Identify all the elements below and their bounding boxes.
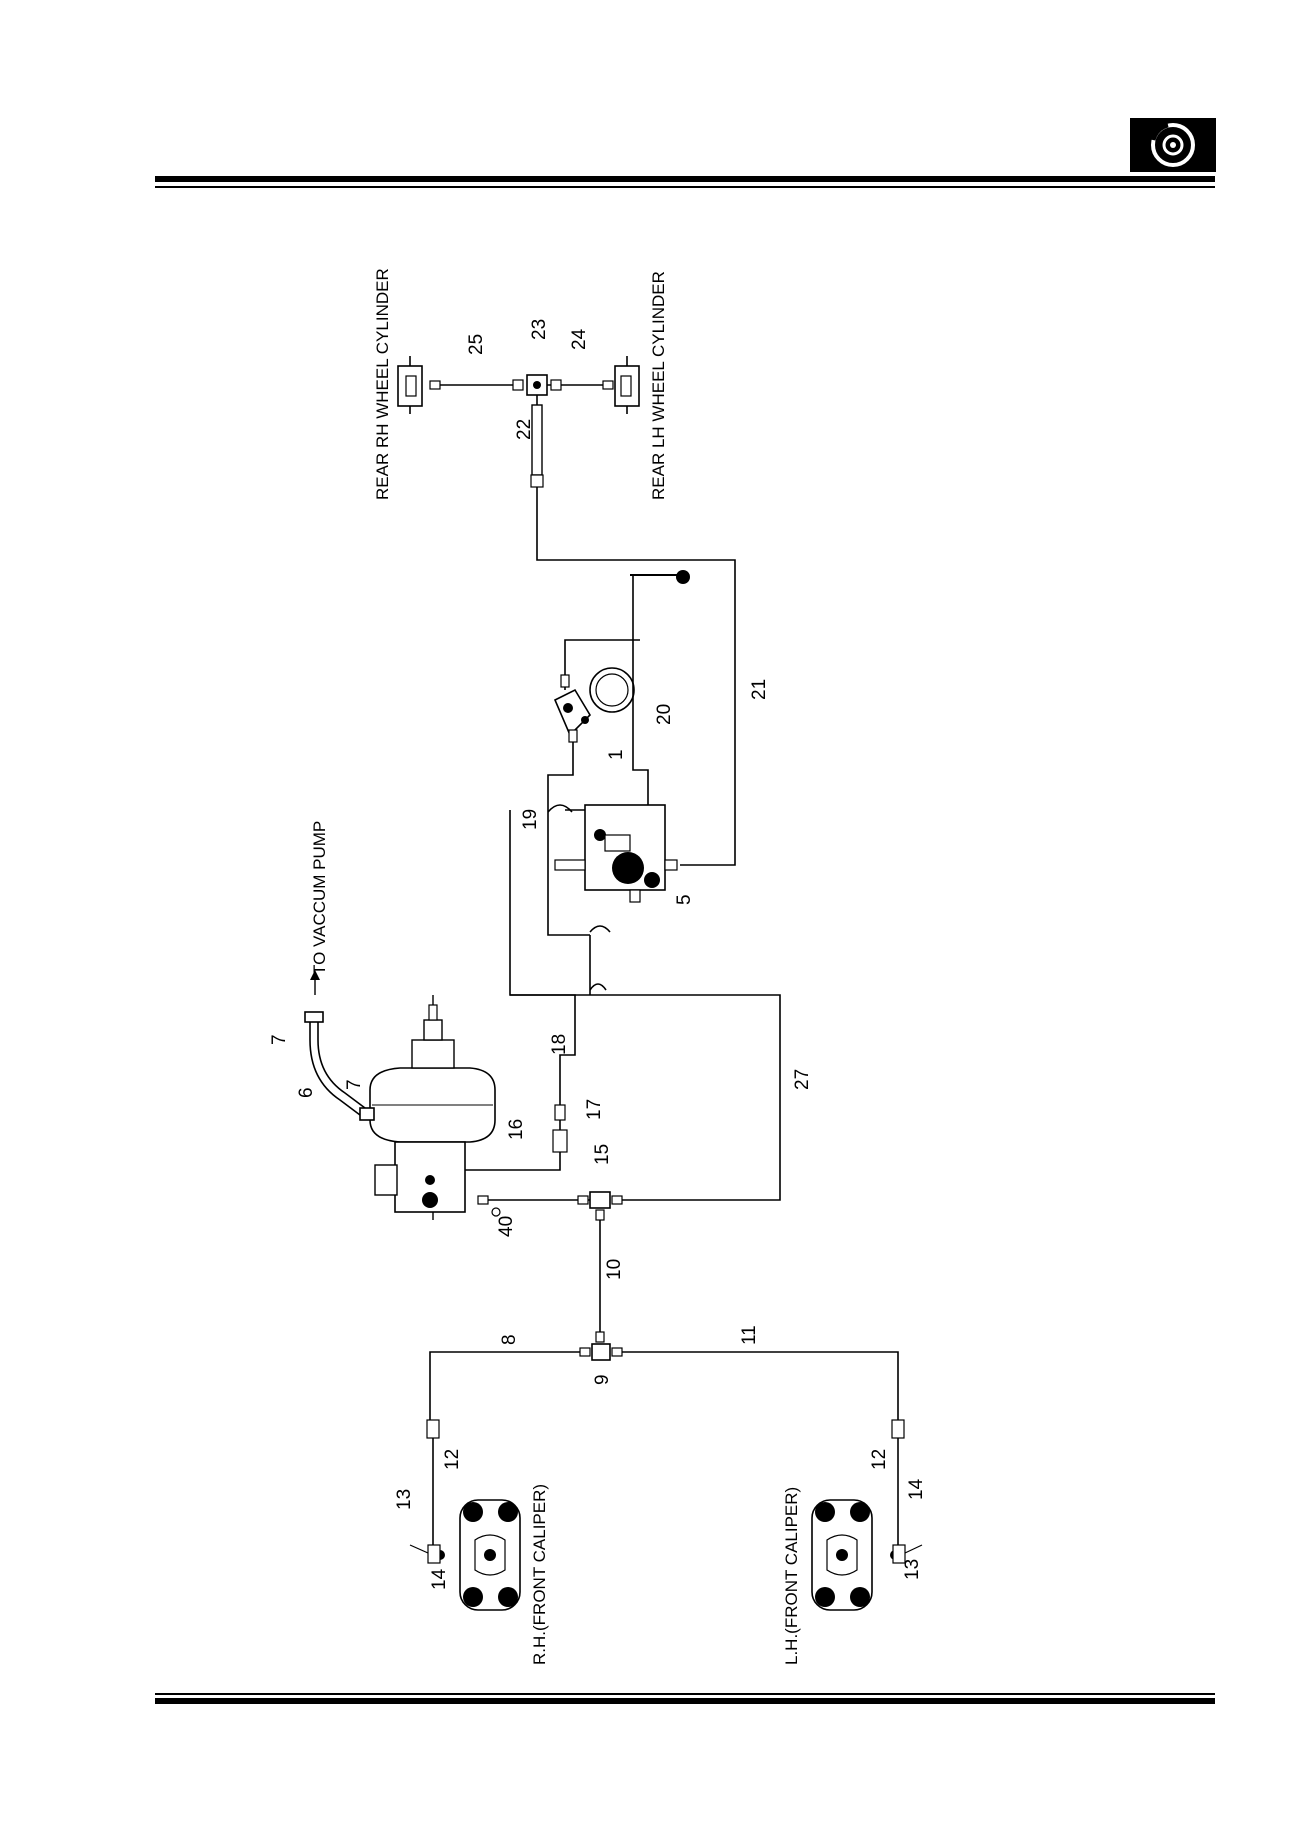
load-sensing-valve [553, 570, 690, 743]
rear-lh-wheel-cylinder-label: REAR LH WHEEL CYLINDER [649, 271, 668, 500]
callout-16: 16 [506, 1119, 527, 1140]
callout-20: 20 [654, 704, 675, 725]
master-cylinder [374, 1141, 466, 1213]
pipe-11 [612, 1351, 899, 1420]
hose-12-fittings [426, 1419, 905, 1439]
callout-5: 5 [674, 894, 695, 905]
callout-8: 8 [499, 1334, 520, 1345]
callout-19: 19 [520, 809, 541, 830]
callout-27: 27 [792, 1069, 813, 1090]
callout-7-lower: 7 [344, 1079, 365, 1090]
callout-15: 15 [592, 1144, 613, 1165]
rear-lh-wheel-cylinder [602, 356, 640, 414]
callout-21: 21 [749, 679, 770, 700]
tee-junction-upper [477, 1191, 623, 1221]
union-fitting-15 [552, 1104, 568, 1153]
pipe-20 [632, 575, 649, 820]
callout-1: 1 [606, 749, 627, 760]
callout-11: 11 [739, 1325, 760, 1345]
tee-junction-9 [579, 1331, 623, 1361]
callout-14-rh: 14 [429, 1568, 450, 1590]
callout-7-upper: 7 [269, 1034, 290, 1045]
header-rule [155, 176, 1215, 188]
callout-13-rh: 13 [394, 1489, 415, 1510]
rh-front-caliper [409, 1499, 521, 1611]
callout-9: 9 [592, 1374, 613, 1385]
callout-18: 18 [549, 1034, 570, 1055]
callout-17: 17 [584, 1099, 605, 1120]
vacuum-hose [304, 1011, 375, 1121]
pipe-8 [429, 1351, 590, 1420]
callout-12-rh: 12 [442, 1449, 463, 1470]
rear-tee-23 [512, 374, 562, 396]
vacuum-pump-label: TO VACCUM PUMP [310, 821, 329, 975]
proportioning-valve [554, 804, 678, 903]
pipe-21 [536, 500, 736, 866]
callout-6: 6 [296, 1087, 317, 1098]
pipe-19 [547, 735, 590, 936]
brake-pipes [429, 384, 899, 1555]
callout-13-lh: 13 [902, 1559, 923, 1580]
callout-12-lh: 12 [869, 1449, 890, 1470]
rh-front-caliper-label: R.H.(FRONT CALIPER) [530, 1484, 549, 1665]
lh-front-caliper [811, 1499, 923, 1611]
vacuum-arrow [310, 970, 320, 995]
callout-10: 10 [604, 1259, 625, 1280]
callout-22: 22 [514, 419, 535, 440]
callout-40: 40 [496, 1216, 517, 1237]
rear-rh-wheel-cylinder [397, 356, 441, 414]
pipe-crossovers [547, 804, 611, 991]
vacuum-booster [369, 995, 496, 1220]
pipe-18 [509, 810, 576, 1105]
callout-24: 24 [569, 328, 590, 350]
rear-rh-wheel-cylinder-label: REAR RH WHEEL CYLINDER [373, 268, 392, 500]
lh-front-caliper-label: L.H.(FRONT CALIPER) [782, 1487, 801, 1665]
callout-23: 23 [529, 319, 550, 340]
brake-disc-icon [1130, 118, 1216, 172]
callout-14-lh: 14 [906, 1478, 927, 1500]
callout-25: 25 [466, 334, 487, 355]
pipe-27 [510, 994, 781, 1201]
pipe-1 [564, 639, 640, 690]
footer-rule [155, 1693, 1215, 1704]
rear-hose-22-fitting [530, 404, 544, 488]
